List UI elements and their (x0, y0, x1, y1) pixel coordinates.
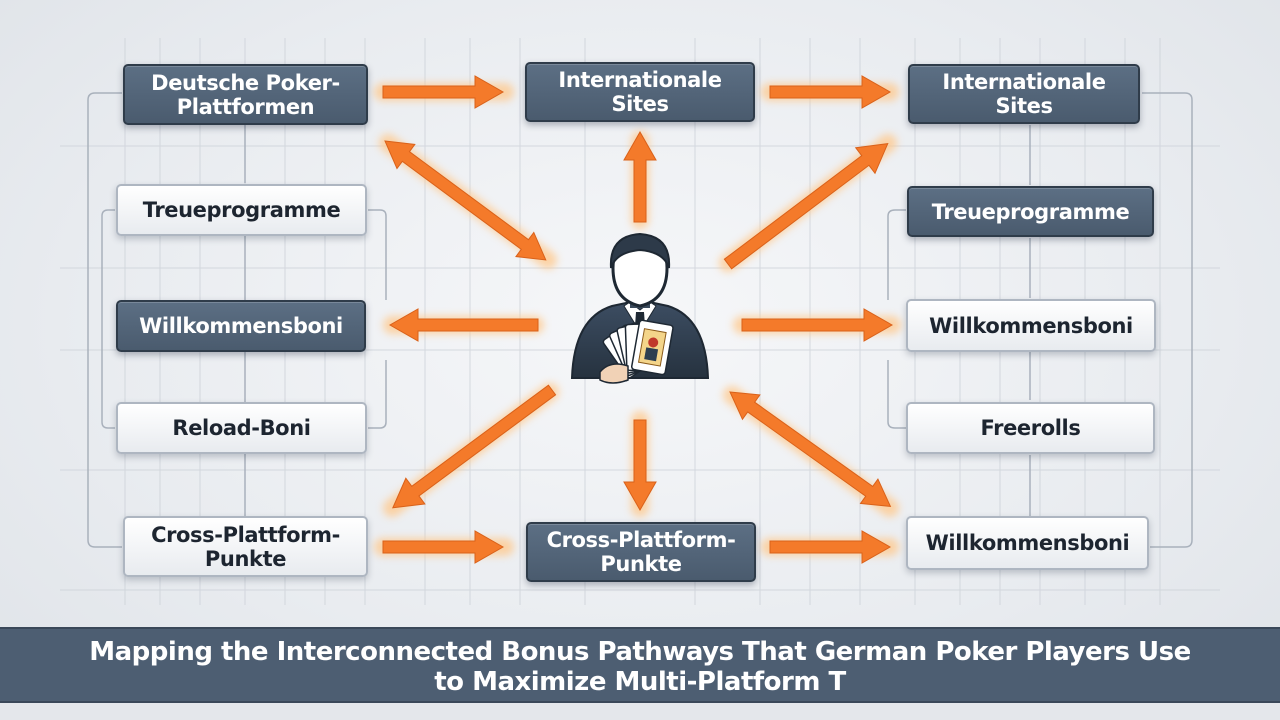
node-internationale-sites-right: Internationale Sites (908, 64, 1140, 124)
bottom-strip (0, 703, 1280, 720)
arrow-player-to-willkommensboni-left (388, 308, 539, 342)
arrow-player-to-internationale (623, 130, 657, 223)
side-connectors (87, 92, 1193, 548)
arrows (382, 75, 894, 564)
poker-player-with-cards-icon (570, 232, 710, 384)
arrow-internationale-to-internationale (769, 75, 892, 109)
arrow-player-to-cross-plattform-left (392, 384, 557, 509)
playing-cards-icon (602, 319, 674, 379)
arrow-cross-plattform-to-cross-plattform (382, 530, 505, 564)
node-willkommensboni-left: Willkommensboni (116, 300, 366, 352)
node-reload-boni: Reload-Boni (116, 402, 367, 454)
node-cross-plattform-punkte-center: Cross-Plattform- Punkte (526, 522, 756, 582)
arrow-player-to-cross-plattform-center (623, 419, 657, 512)
arrow-cross-plattform-to-willkommensboni (769, 530, 892, 564)
node-freerolls: Freerolls (906, 402, 1155, 454)
node-willkommensboni-bottom-right: Willkommensboni (906, 516, 1149, 570)
arrow-deutsche-player-bidirectional (384, 140, 547, 261)
arrow-player-to-willkommensboni-right (741, 308, 894, 342)
arrow-player-willkommensboni-bidirectional (729, 391, 892, 507)
node-treueprogramme-left: Treueprogramme (116, 184, 367, 236)
node-deutsche-poker-plattformen: Deutsche Poker- Plattformen (123, 64, 368, 125)
arrow-deutsche-to-internationale (382, 75, 505, 109)
node-willkommensboni-right: Willkommensboni (906, 299, 1156, 352)
node-internationale-sites-center: Internationale Sites (525, 62, 755, 122)
node-cross-plattform-punkte-left: Cross-Plattform- Punkte (123, 516, 368, 577)
node-treueprogramme-right: Treueprogramme (907, 186, 1154, 237)
caption-bar: Mapping the Interconnected Bonus Pathway… (0, 627, 1280, 703)
caption-text: Mapping the Interconnected Bonus Pathway… (89, 637, 1191, 697)
arrow-player-to-internationale-right (723, 143, 889, 270)
